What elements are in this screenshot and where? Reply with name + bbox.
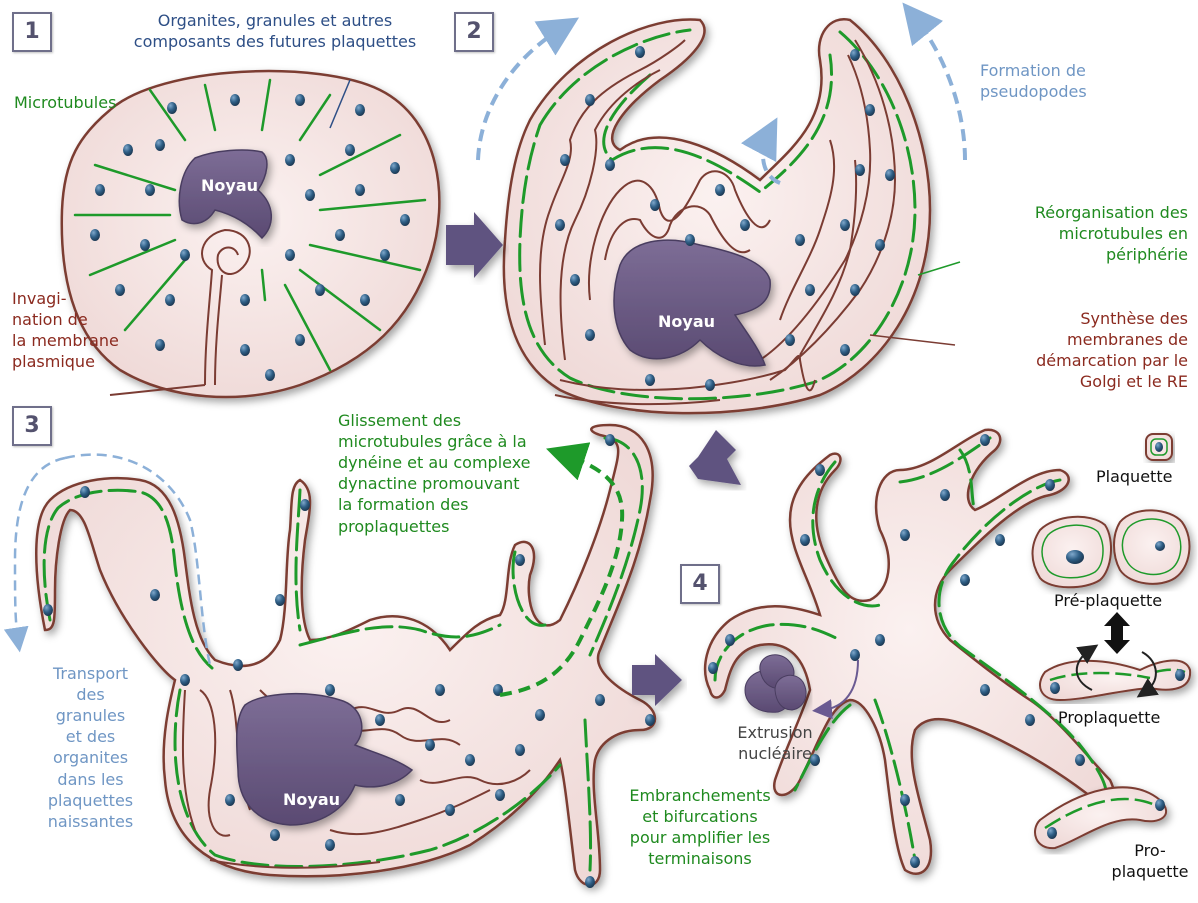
invagination-label: Invagi- nation de la membrane plasmique <box>12 288 119 372</box>
extruded-nucleus <box>745 655 806 712</box>
reorganisation-label: Réorganisation des microtubules en périp… <box>930 202 1188 265</box>
synthese-label: Synthèse des membranes de démarcation pa… <box>930 308 1188 392</box>
microtubules-label: Microtubules <box>14 92 116 113</box>
nucleus-label-3: Noyau <box>283 790 340 809</box>
organites-label: Organites, granules et autres composants… <box>95 10 455 52</box>
platelet-conversion-arrow <box>1104 612 1130 654</box>
cell-2-nucleus <box>614 240 770 366</box>
step-3-box: 3 <box>12 406 52 446</box>
embranchements-label: Embranchements et bifurcations pour ampl… <box>590 785 810 869</box>
step-1-box: 1 <box>12 12 52 52</box>
preplaquette-label: Pré-plaquette <box>1054 590 1162 611</box>
proplaquette2-label: Pro- plaquette <box>1110 840 1190 882</box>
nucleus-label-1: Noyau <box>201 176 258 195</box>
step-2-box: 2 <box>454 12 494 52</box>
step-arrow-1-2 <box>446 212 503 278</box>
step-4-box: 4 <box>680 564 720 604</box>
pseudopodes-label: Formation de pseudopodes <box>980 60 1087 102</box>
cell-stage-2 <box>504 19 960 413</box>
proplaquette-label: Proplaquette <box>1058 707 1160 728</box>
extrusion-label: Extrusion nucléaire <box>720 722 830 764</box>
proplatelet-small <box>1040 661 1190 700</box>
step-arrow-2-3 <box>689 430 741 485</box>
plaquette-label: Plaquette <box>1096 466 1172 487</box>
nucleus-label-2: Noyau <box>658 312 715 331</box>
preplatelet-right <box>1114 510 1189 583</box>
glissement-label: Glissement des microtubules grâce à la d… <box>338 410 531 537</box>
step-arrow-3-4 <box>632 654 682 706</box>
transport-label: Transport des granules et des organites … <box>28 663 153 832</box>
